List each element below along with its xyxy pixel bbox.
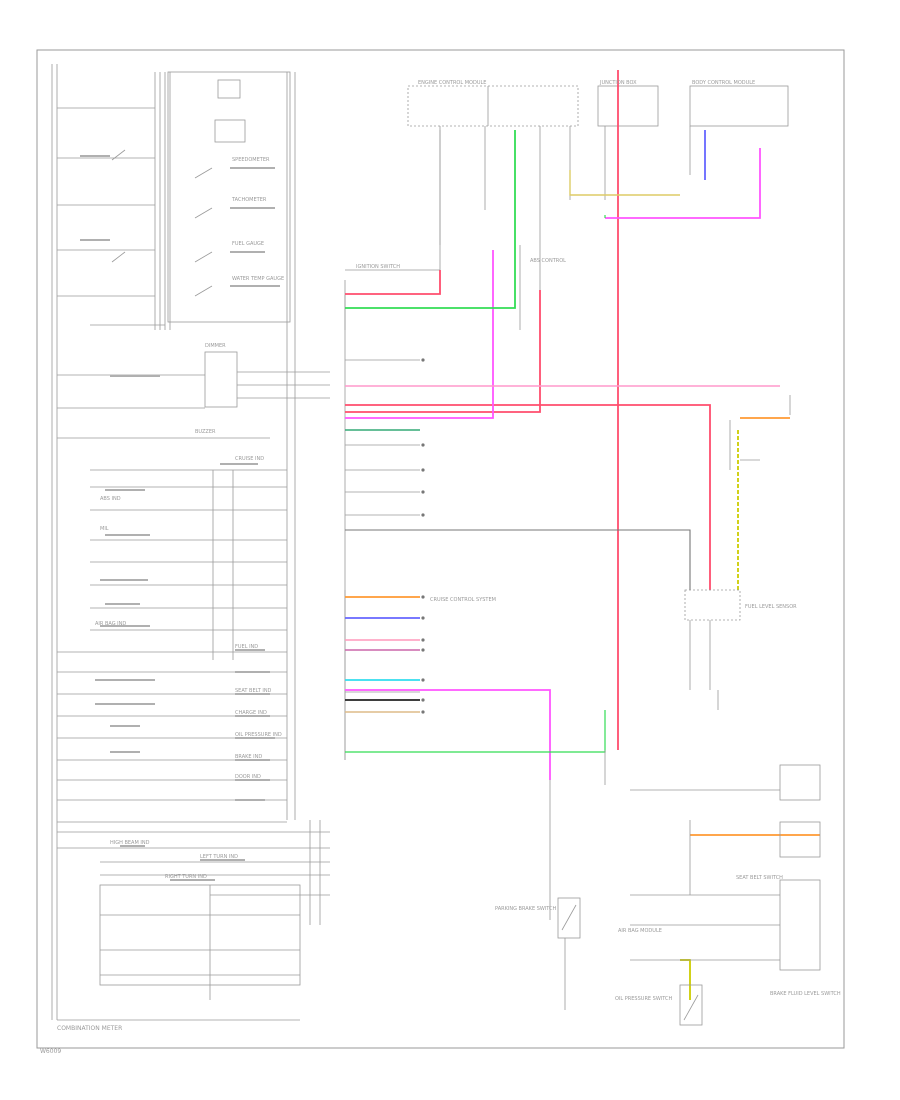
meter-labels: SPEEDOMETER TACHOMETER FUEL GAUGE WATER … (95, 157, 284, 880)
meter-label-dimmer: DIMMER (205, 343, 226, 349)
wires-colored (345, 70, 820, 1000)
meter-label-door: DOOR IND (235, 774, 261, 780)
meter-label-fuel-gauge: FUEL GAUGE (232, 241, 264, 247)
wire-black-2 (345, 529, 691, 590)
meter-label-right-turn: RIGHT TURN IND (165, 874, 207, 880)
wire-red-3 (345, 290, 541, 413)
label-parking-brake-switch: PARKING BRAKE SWITCH (495, 906, 557, 912)
meter-label-brake: BRAKE IND (235, 754, 262, 760)
label-cruise-control: CRUISE CONTROL SYSTEM (430, 597, 496, 603)
wire-pink-1 (345, 250, 494, 419)
wire-pink-3 (345, 689, 551, 780)
meter-label-fuel-ind: FUEL IND (235, 644, 258, 650)
meter-label-oil-pressure: OIL PRESSURE IND (235, 732, 282, 738)
meter-label-cruise: CRUISE IND (235, 456, 264, 462)
meter-label-buzzer: BUZZER (195, 429, 216, 435)
label-junction-box: JUNCTION BOX (599, 80, 637, 86)
middle-connector (344, 130, 441, 760)
meter-label-mil: MIL (100, 526, 109, 532)
label-ignition-switch: IGNITION SWITCH (356, 264, 400, 270)
meter-label-speedometer: SPEEDOMETER (232, 157, 270, 163)
label-oil-pressure-switch: OIL PRESSURE SWITCH (615, 996, 673, 1002)
wire-green-2 (345, 710, 606, 753)
label-ecm: ENGINE CONTROL MODULE (418, 80, 486, 86)
meter-label-water-temp: WATER TEMP GAUGE (232, 276, 284, 282)
corner-code: W6009 (40, 1048, 61, 1055)
right-components (549, 395, 821, 1026)
wire-pink-2 (605, 148, 761, 219)
meter-label-tachometer: TACHOMETER (231, 197, 267, 203)
label-brake-fluid-switch: BRAKE FLUID LEVEL SWITCH (770, 991, 841, 997)
meter-label-left-turn: LEFT TURN IND (200, 854, 238, 860)
wire-yellow-1 (569, 170, 680, 196)
footer-label: COMBINATION METER (57, 1025, 122, 1032)
wire-red-1 (345, 270, 441, 295)
component-labels: IGNITION SWITCH ENGINE CONTROL MODULE AB… (356, 80, 841, 1002)
wire-red-2 (345, 404, 711, 590)
meter-label-charge: CHARGE IND (235, 710, 267, 716)
diagram-frame (36, 49, 845, 1049)
label-abs-control: ABS CONTROL (530, 258, 566, 264)
meter-label-seat-belt: SEAT BELT IND (235, 688, 272, 694)
middle-connector-dots (421, 358, 425, 714)
combination-meter-block (51, 64, 330, 1021)
label-air-bag-module: AIR BAG MODULE (618, 928, 662, 934)
meter-label-abs: ABS IND (100, 496, 121, 502)
wire-green-1 (345, 130, 516, 309)
meter-label-high-beam: HIGH BEAM IND (110, 840, 150, 846)
meter-label-marks (80, 155, 280, 881)
label-bcm: BODY CONTROL MODULE (692, 80, 755, 86)
meter-label-air-bag: AIR BAG IND (95, 621, 126, 627)
label-fuel-level-sensor: FUEL LEVEL SENSOR (745, 604, 797, 610)
wire-yellow-3 (680, 959, 691, 1000)
top-modules (344, 85, 789, 330)
label-seat-belt-switch: SEAT BELT SWITCH (736, 875, 783, 881)
